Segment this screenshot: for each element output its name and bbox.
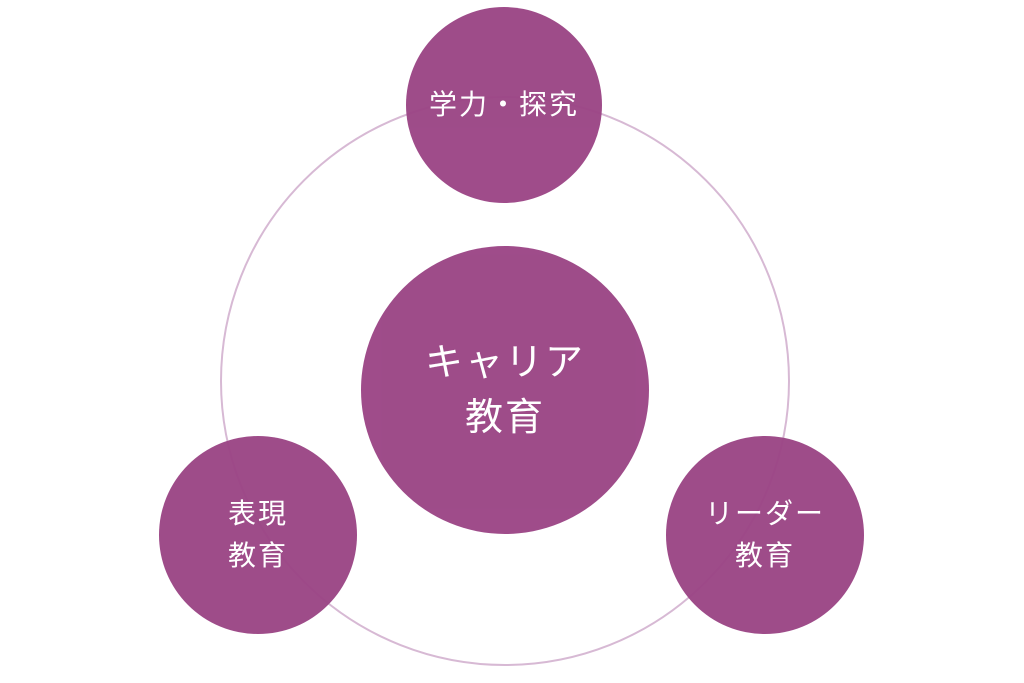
node-career-education-line2: 教育: [464, 395, 545, 439]
node-expression-education-line2: 教育: [227, 539, 288, 572]
node-expression-education-label: 表現 教育: [228, 493, 288, 577]
node-academic-inquiry-line1: 学力・探究: [428, 88, 579, 121]
node-leadership-education-line1: リーダー: [704, 497, 825, 530]
node-leadership-education: リーダー 教育: [666, 436, 864, 634]
node-career-education-line1: キャリア: [424, 339, 585, 384]
node-career-education: キャリア 教育: [361, 246, 649, 534]
node-expression-education-line1: 表現: [227, 497, 288, 530]
node-career-education-label: キャリア 教育: [425, 335, 585, 445]
node-leadership-education-label: リーダー 教育: [705, 493, 825, 577]
node-academic-inquiry-label: 学力・探究: [429, 84, 579, 126]
node-leadership-education-line2: 教育: [734, 539, 795, 572]
node-expression-education: 表現 教育: [159, 436, 357, 634]
node-academic-inquiry: 学力・探究: [406, 7, 602, 203]
